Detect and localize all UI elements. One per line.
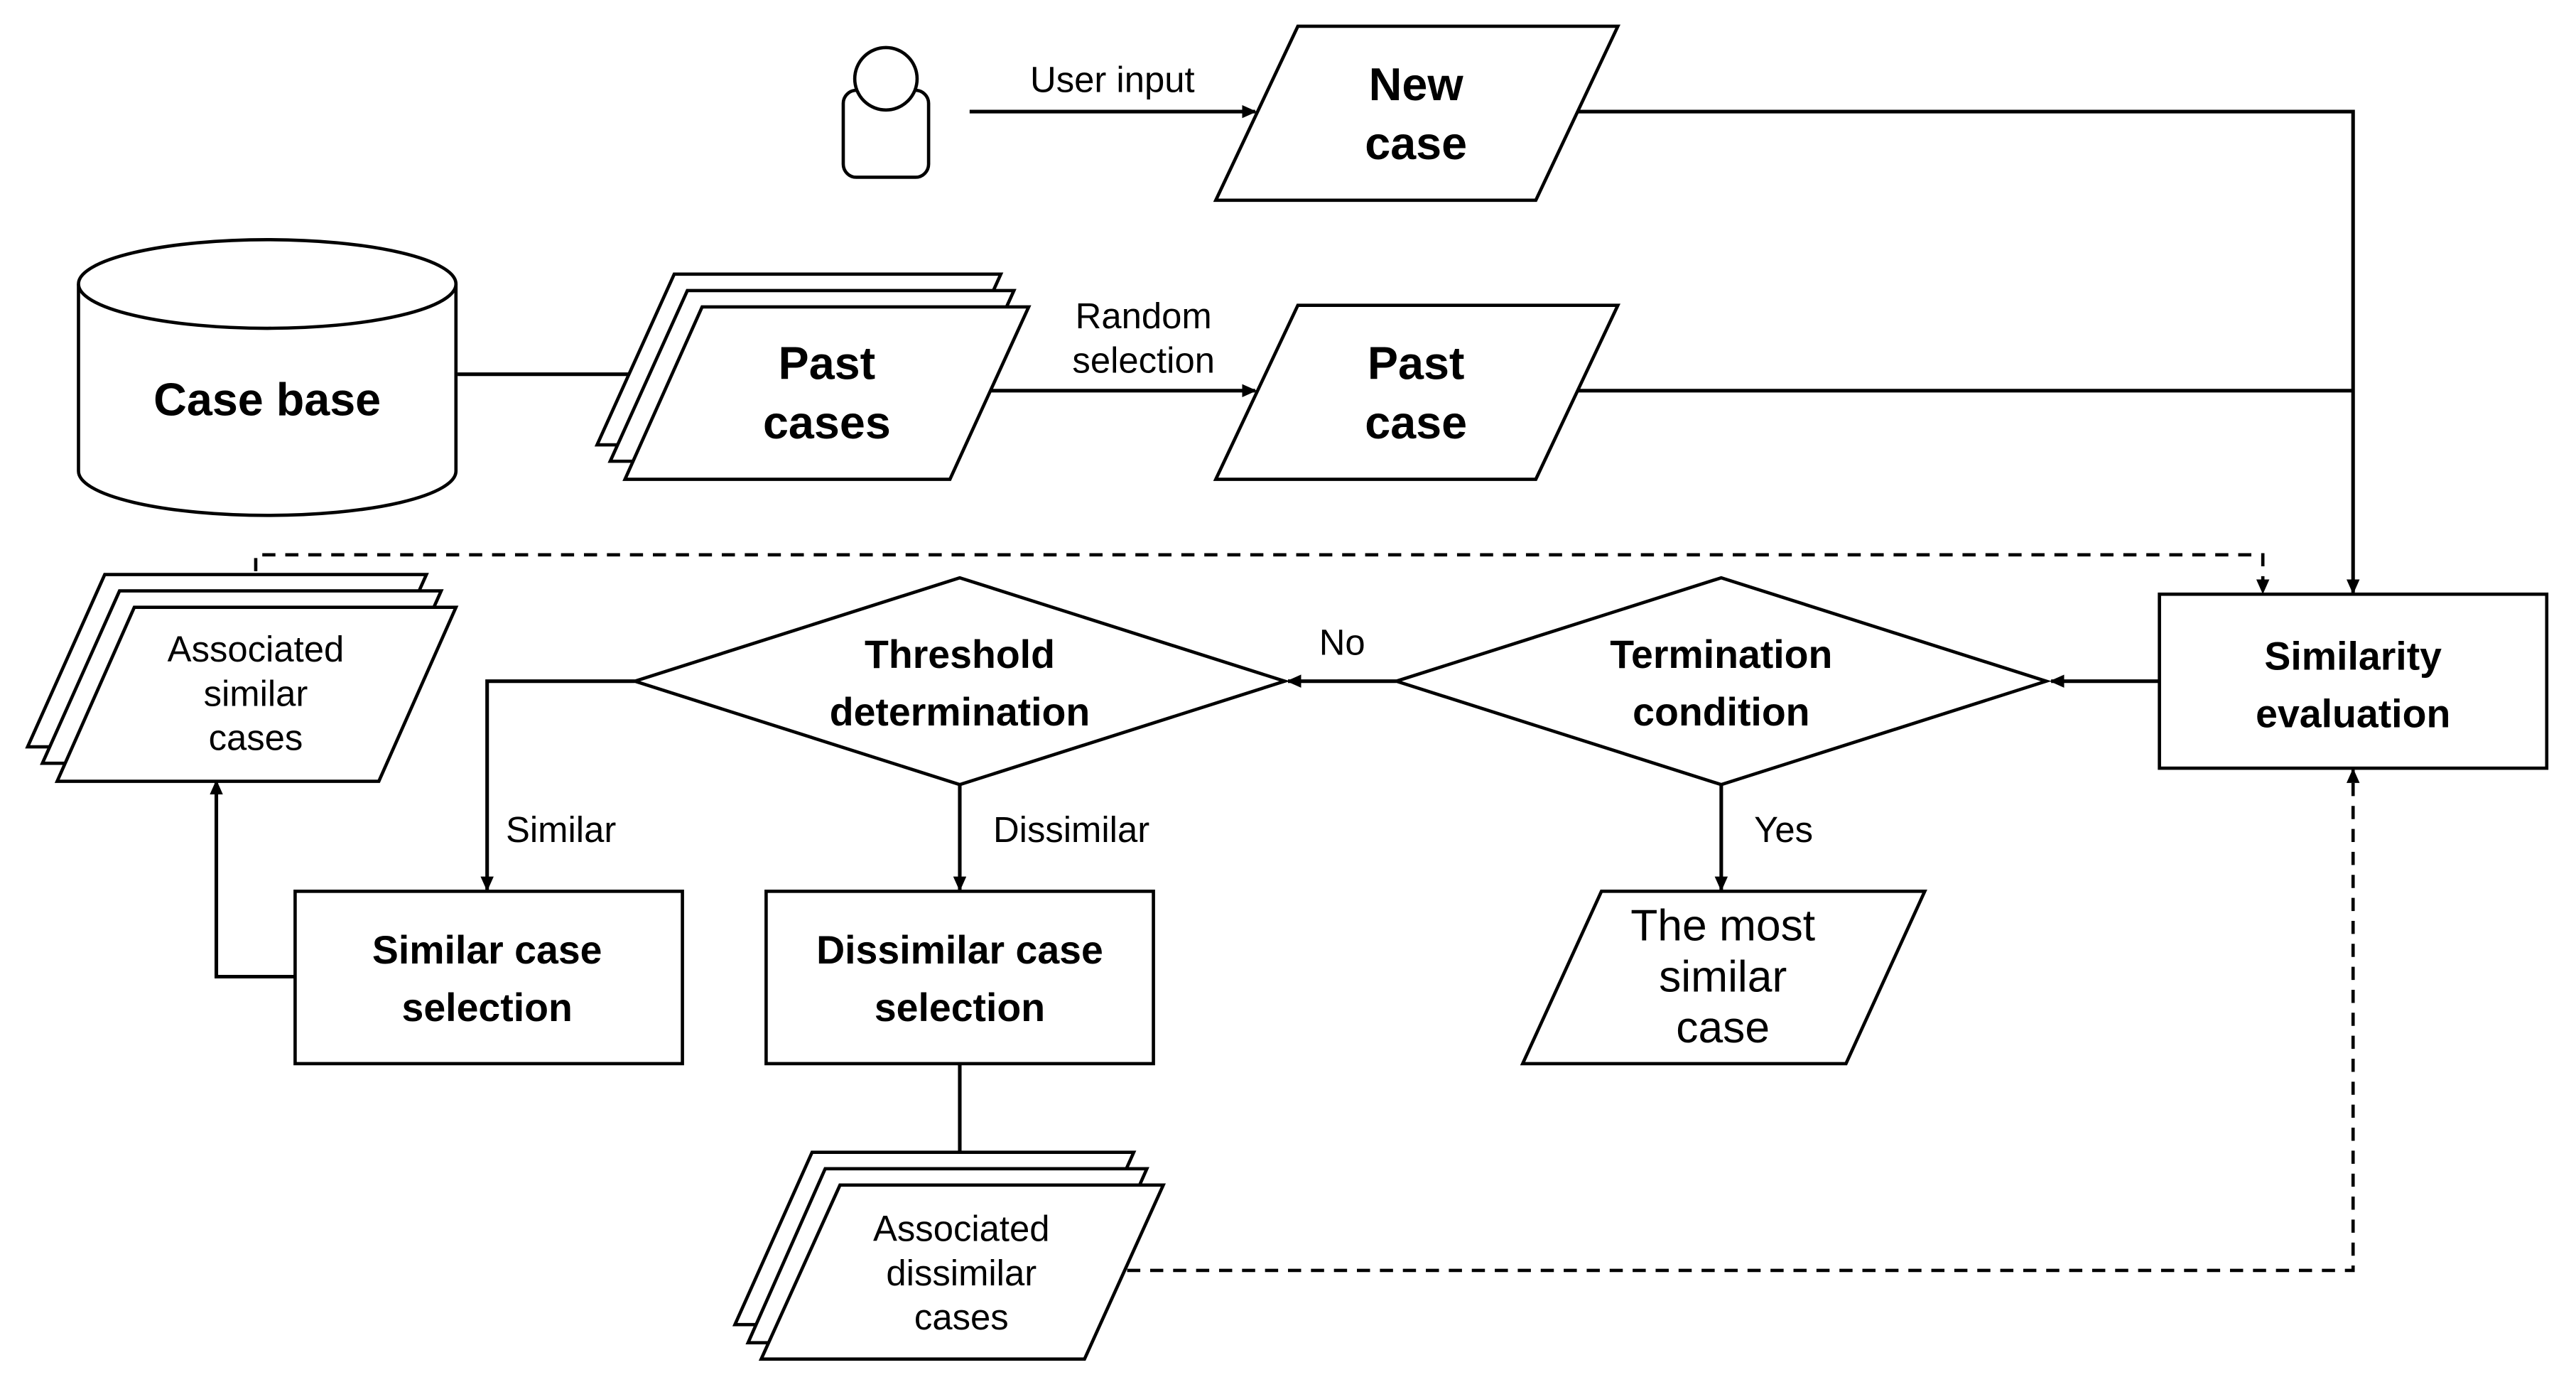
dissimilar-case-selection-node: Dissimilar case selection bbox=[764, 890, 1155, 1066]
associated-similar-label-2: similar bbox=[204, 673, 308, 713]
random-selection-label-2: selection bbox=[1072, 340, 1215, 380]
edge-similar-to-associated bbox=[210, 779, 296, 979]
termination-label-2: condition bbox=[1633, 690, 1809, 734]
past-cases-stack: Past cases bbox=[594, 272, 1032, 481]
threshold-determination-node: Threshold determination bbox=[629, 576, 1290, 787]
connectors bbox=[210, 104, 2360, 1273]
user-icon bbox=[841, 45, 931, 179]
associated-dissimilar-label-1: Associated bbox=[873, 1208, 1050, 1248]
most-similar-label-1: The most bbox=[1630, 902, 1815, 951]
termination-condition-node: Termination condition bbox=[1390, 576, 2052, 787]
dissimilar-selection-label-2: selection bbox=[875, 986, 1045, 1030]
similarity-evaluation-node: Similarity evaluation bbox=[2158, 592, 2549, 770]
termination-label-1: Termination bbox=[1610, 632, 1832, 676]
case-base-label: Case base bbox=[153, 373, 381, 425]
similarity-label-2: evaluation bbox=[2256, 691, 2450, 735]
past-cases-label-1: Past bbox=[779, 338, 876, 389]
new-case-node: New case bbox=[1213, 24, 1620, 203]
similar-label: Similar bbox=[506, 809, 616, 850]
associated-similar-cases-stack: Associated similar cases bbox=[25, 573, 459, 783]
threshold-label-2: determination bbox=[830, 690, 1091, 734]
case-base-database: Case base bbox=[77, 237, 458, 517]
user-input-label: User input bbox=[1030, 59, 1195, 99]
no-label: No bbox=[1319, 622, 1365, 663]
edge-associated-dissimilar-feedback bbox=[1127, 768, 2360, 1273]
edge-labels: User input Random selection No Yes Simil… bbox=[506, 59, 1813, 850]
edge-associated-similar-feedback bbox=[254, 553, 2270, 595]
past-case-label-2: case bbox=[1365, 396, 1467, 448]
past-case-label-1: Past bbox=[1368, 338, 1465, 389]
dissimilar-label: Dissimilar bbox=[993, 809, 1149, 850]
associated-dissimilar-label-3: cases bbox=[914, 1297, 1009, 1337]
new-case-label-1: New bbox=[1369, 58, 1464, 110]
similar-case-selection-node: Similar case selection bbox=[293, 890, 684, 1066]
similar-selection-label-1: Similar case bbox=[372, 928, 602, 972]
past-cases-label-2: cases bbox=[763, 396, 891, 448]
similarity-label-1: Similarity bbox=[2264, 635, 2442, 679]
associated-dissimilar-label-2: dissimilar bbox=[886, 1253, 1037, 1293]
past-case-node: Past case bbox=[1213, 303, 1620, 481]
random-selection-label-1: Random bbox=[1076, 296, 1212, 336]
edge-new-case-to-similarity bbox=[1576, 109, 2360, 595]
most-similar-case-node: The most similar case bbox=[1520, 890, 1927, 1066]
threshold-label-1: Threshold bbox=[865, 632, 1055, 676]
most-similar-label-3: case bbox=[1676, 1003, 1770, 1052]
associated-similar-label-1: Associated bbox=[168, 629, 345, 669]
associated-dissimilar-cases-stack: Associated dissimilar cases bbox=[732, 1150, 1167, 1361]
new-case-label-2: case bbox=[1365, 117, 1467, 169]
similar-selection-label-2: selection bbox=[402, 986, 573, 1030]
edge-threshold-to-similar bbox=[480, 679, 635, 892]
most-similar-label-2: similar bbox=[1659, 952, 1787, 1001]
dissimilar-selection-label-1: Dissimilar case bbox=[816, 928, 1103, 972]
associated-similar-label-3: cases bbox=[209, 718, 303, 758]
yes-label: Yes bbox=[1754, 809, 1813, 850]
